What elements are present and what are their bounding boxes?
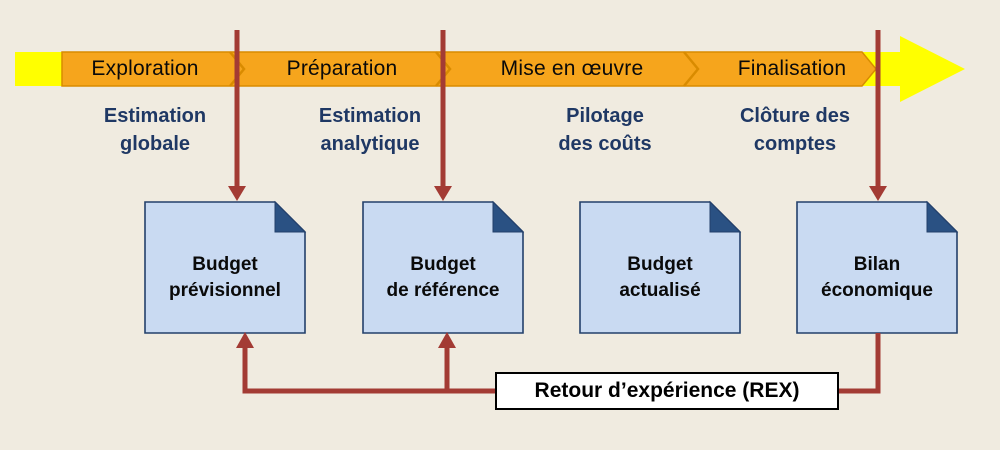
down-arrow-finalisation [869,30,887,201]
document-icon-budget-actualise [579,200,742,334]
rex-label-box: Retour d’expérience (REX) [495,372,839,410]
document-icon-bilan-economique [796,200,959,334]
stage-label-line: des coûts [558,133,652,155]
phase-label-preparation: Préparation [286,57,398,80]
doc-label-line: Budget [627,254,693,275]
up-arrow-icon [236,332,254,348]
rex-connector [236,332,881,394]
phase-label-exploration: Exploration [91,57,199,80]
stage-label-cloture-des-comptes: Clôture des comptes [740,102,850,158]
doc-label-line: actualisé [619,280,701,301]
timeline-phase-band [61,51,877,87]
doc-label-budget-reference: Budget de référence [386,252,499,304]
stage-label-line: Estimation [318,105,422,127]
doc-label-budget-actualise: Budget actualisé [619,252,700,304]
doc-label-line: Budget [192,254,258,275]
stage-label-estimation-analytique: Estimation analytique [319,102,421,158]
stage-label-line: comptes [753,133,837,155]
doc-label-line: prévisionnel [169,280,281,301]
document-icon-budget-reference [362,200,525,334]
chevron-separator-icon [683,51,700,87]
timeline-arrowhead [900,36,965,102]
doc-label-budget-previsionnel: Budget prévisionnel [169,252,281,304]
doc-label-bilan-economique: Bilan économique [821,252,933,304]
stage-label-line: globale [119,133,190,155]
stage-label-estimation-globale: Estimation globale [104,102,206,158]
down-arrow-exploration [228,30,246,201]
phase-label-mise-en-oeuvre: Mise en œuvre [500,57,644,80]
doc-label-line: de référence [386,280,500,301]
down-arrow-preparation [434,30,452,201]
up-arrow-icon [438,332,456,348]
phase-label-finalisation: Finalisation [737,57,847,80]
stage-label-pilotage-des-couts: Pilotage des coûts [558,102,651,158]
doc-label-line: économique [821,280,933,301]
stage-label-line: analytique [320,133,420,155]
stage-label-line: Estimation [103,105,207,127]
stage-label-line: Pilotage [566,105,644,127]
doc-label-line: Budget [410,254,476,275]
stage-label-line: Clôture des [739,105,851,127]
document-icon-budget-previsionnel [144,200,307,334]
doc-label-line: Bilan [853,254,901,275]
